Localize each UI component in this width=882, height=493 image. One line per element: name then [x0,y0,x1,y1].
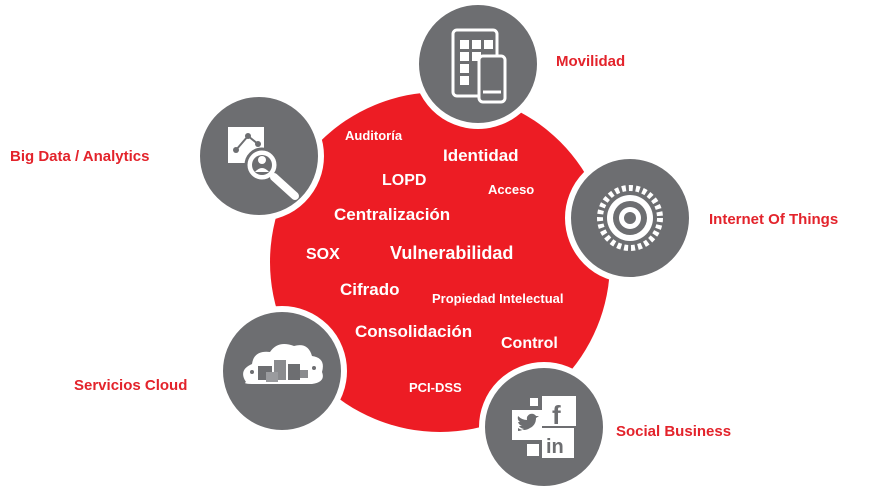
node-bigdata [194,91,324,221]
keyword-centralizacion: Centralización [334,205,451,224]
center-circle [270,92,610,432]
label-social-business: Social Business [616,423,732,440]
node-social: f in [479,362,609,492]
keyword-consolidacion: Consolidación [355,322,473,341]
cloud-icon [243,344,323,384]
node-iot [565,153,695,283]
label-big-data-analytics: Big Data / Analytics [10,148,150,165]
keyword-acceso: Acceso [488,182,535,197]
keyword-vulnerabilidad: Vulnerabilidad [390,243,514,263]
node-movilidad [413,0,543,129]
label-movilidad: Movilidad [556,53,626,70]
mobile-devices-icon [451,28,507,104]
keyword-pci-dss: PCI-DSS [409,380,462,395]
keyword-identidad: Identidad [443,146,519,165]
label-internet-of-things: Internet Of Things [709,211,839,228]
keyword-propiedad-intelectual: Propiedad Intelectual [432,291,564,306]
keyword-cifrado: Cifrado [340,280,400,299]
label-servicios-cloud: Servicios Cloud [74,377,188,394]
keyword-auditoria: Auditoría [345,128,403,143]
keyword-lopd: LOPD [382,172,427,189]
social-media-icon: f in [512,396,576,458]
svg-text:f: f [552,400,561,430]
gear-chip-icon [597,185,663,251]
node-cloud [217,306,347,436]
analytics-magnifier-icon [228,127,299,200]
keyword-sox: SOX [306,246,340,263]
keyword-control: Control [501,335,558,352]
svg-text:in: in [546,436,564,458]
